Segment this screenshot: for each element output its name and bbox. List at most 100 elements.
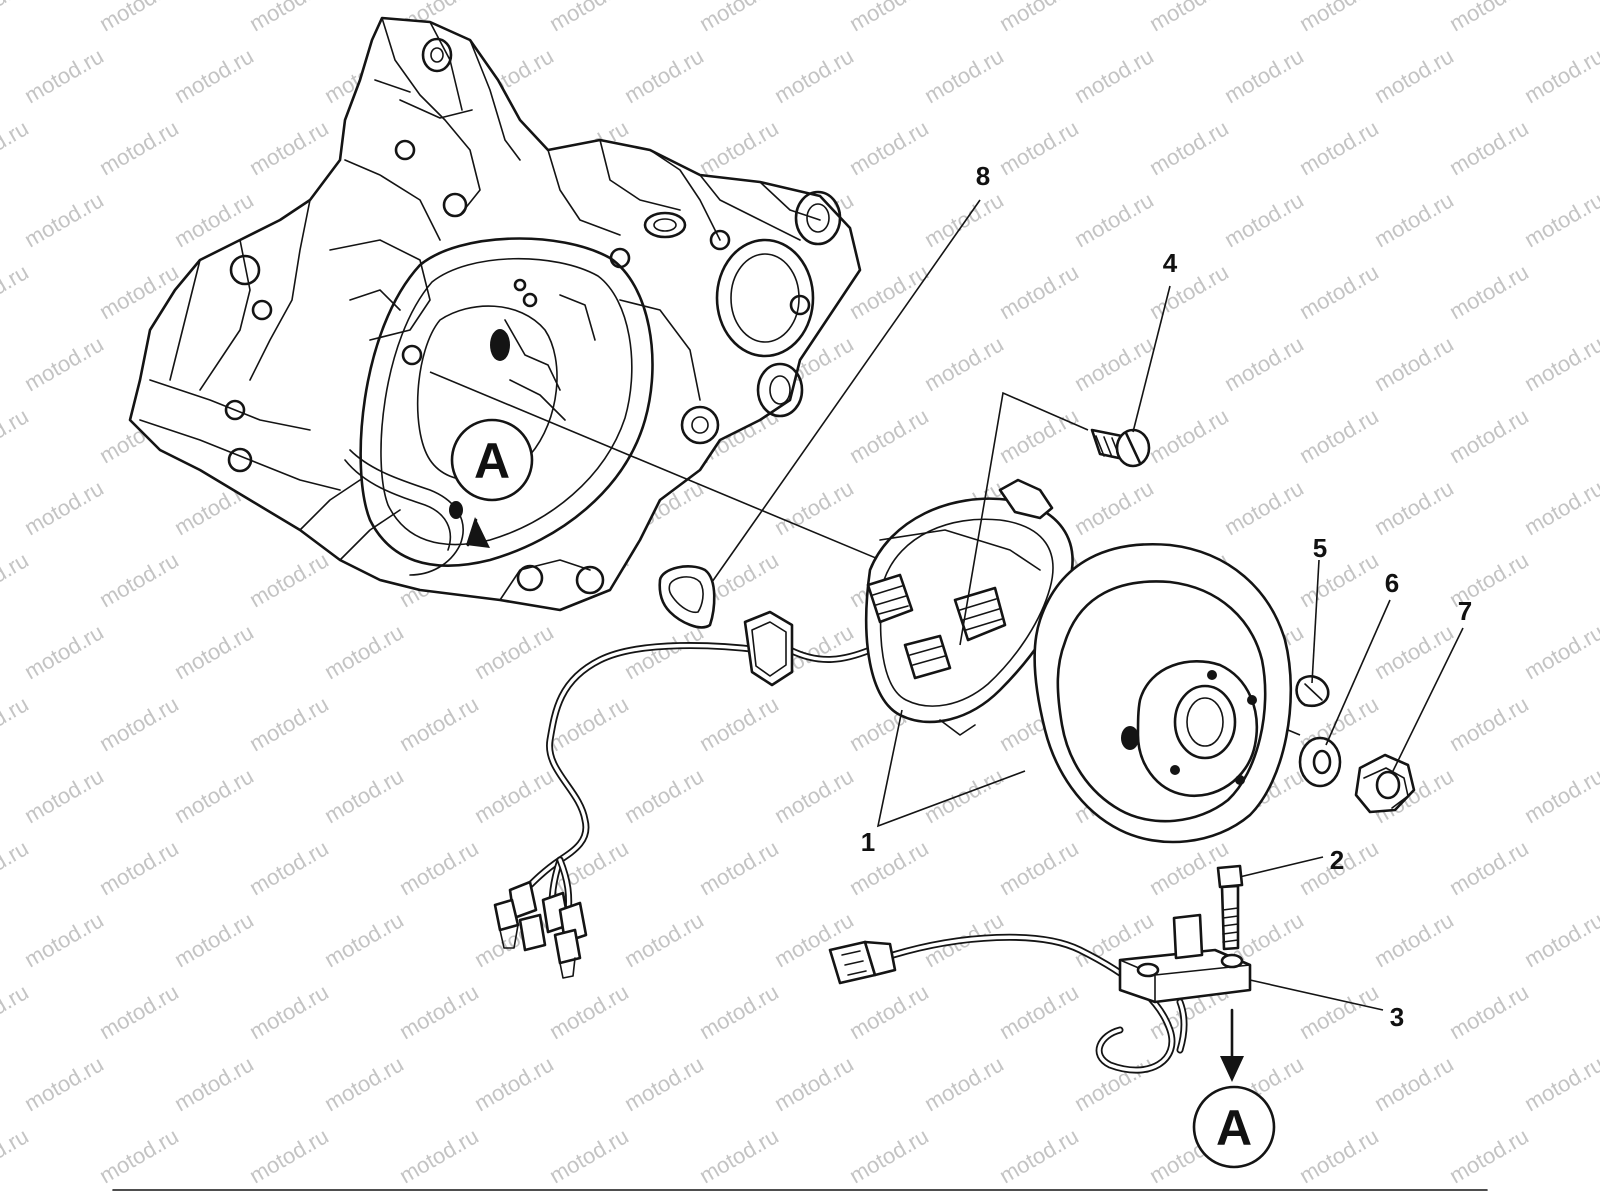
watermark-text: motod.ru	[1445, 835, 1533, 900]
watermark-text: motod.ru	[1595, 835, 1600, 900]
watermark-text: motod.ru	[1520, 763, 1600, 828]
watermark-text: motod.ru	[1595, 691, 1600, 756]
washer-part-6	[1298, 736, 1342, 788]
watermark-text: motod.ru	[695, 0, 783, 36]
watermark-text: motod.ru	[770, 43, 858, 108]
watermark-text: motod.ru	[1445, 0, 1533, 36]
watermark-text: motod.ru	[0, 1123, 33, 1188]
watermark-text: motod.ru	[845, 0, 933, 36]
pickup-coil-assembly	[828, 864, 1252, 1082]
view-marker-a-pickup: A	[1192, 1085, 1276, 1169]
watermark-text: motod.ru	[920, 1051, 1008, 1116]
watermark-text: motod.ru	[20, 187, 108, 252]
watermark-text: motod.ru	[20, 1051, 108, 1116]
watermark-text: motod.ru	[395, 835, 483, 900]
callout-4: 4	[1163, 248, 1178, 278]
watermark-text: motod.ru	[920, 331, 1008, 396]
watermark-text: motod.ru	[320, 763, 408, 828]
watermark-text: motod.ru	[1220, 331, 1308, 396]
watermark-text: motod.ru	[1370, 475, 1458, 540]
watermark-text: motod.ru	[1295, 0, 1383, 36]
view-marker-a-crankcase-letter: A	[474, 433, 510, 489]
watermark-text: motod.ru	[0, 0, 33, 36]
watermark-text: motod.ru	[920, 1195, 1008, 1200]
watermark-text: motod.ru	[170, 619, 258, 684]
watermark-text: motod.ru	[695, 115, 783, 180]
watermark-text: motod.ru	[1520, 619, 1600, 684]
watermark-text: motod.ru	[395, 691, 483, 756]
callout-5: 5	[1313, 533, 1327, 563]
flywheel-rotor	[1033, 543, 1293, 844]
watermark-text: motod.ru	[845, 403, 933, 468]
watermark-text: motod.ru	[20, 763, 108, 828]
callout-1: 1	[861, 827, 875, 857]
watermark-text: motod.ru	[770, 475, 858, 540]
watermark-text: motod.ru	[545, 979, 633, 1044]
watermark-text: motod.ru	[95, 835, 183, 900]
watermark-text: motod.ru	[1295, 547, 1383, 612]
watermark-text: motod.ru	[1595, 979, 1600, 1044]
crankcase-half	[128, 16, 862, 612]
watermark-text: motod.ru	[470, 1051, 558, 1116]
callout-labels: 8 4 5 6 7 1 2 3	[861, 161, 1472, 1032]
watermark-text: motod.ru	[1520, 43, 1600, 108]
watermark-text: motod.ru	[1595, 547, 1600, 612]
watermark-text: motod.ru	[20, 43, 108, 108]
watermark-text: motod.ru	[845, 979, 933, 1044]
watermark-text: motod.ru	[1370, 187, 1458, 252]
watermark-text: motod.ru	[545, 0, 633, 36]
watermark-text: motod.ru	[20, 331, 108, 396]
watermark-text: motod.ru	[0, 115, 33, 180]
watermark-text: motod.ru	[20, 907, 108, 972]
watermark-text: motod.ru	[1520, 187, 1600, 252]
callout-3: 3	[1390, 1002, 1404, 1032]
watermark-text: motod.ru	[470, 763, 558, 828]
watermark-text: motod.ru	[245, 979, 333, 1044]
watermark-text: motod.ru	[845, 1123, 933, 1188]
watermark-text: motod.ru	[920, 763, 1008, 828]
watermark-text: motod.ru	[0, 835, 33, 900]
watermark-text: motod.ru	[470, 619, 558, 684]
watermark-text: motod.ru	[170, 763, 258, 828]
watermark-text: motod.ru	[695, 691, 783, 756]
watermark-text: motod.ru	[620, 1051, 708, 1116]
watermark-text: motod.ru	[1220, 187, 1308, 252]
watermark-text: motod.ru	[1295, 259, 1383, 324]
watermark-text: motod.ru	[1220, 43, 1308, 108]
watermark-text: motod.ru	[0, 691, 33, 756]
watermark-text: motod.ru	[1070, 1051, 1158, 1116]
watermark-text: motod.ru	[1595, 1123, 1600, 1188]
watermark-text: motod.ru	[1295, 1123, 1383, 1188]
watermark-text: motod.ru	[1595, 259, 1600, 324]
callout-7: 7	[1458, 596, 1472, 626]
watermark-text: motod.ru	[395, 979, 483, 1044]
watermark-text: motod.ru	[1145, 0, 1233, 36]
watermark-text: motod.ru	[1520, 331, 1600, 396]
watermark-text: motod.ru	[95, 115, 183, 180]
watermark-text: motod.ru	[1370, 1195, 1458, 1200]
watermark-text: motod.ru	[95, 691, 183, 756]
watermark-text: motod.ru	[1445, 403, 1533, 468]
watermark-text: motod.ru	[920, 187, 1008, 252]
watermark-text: motod.ru	[620, 907, 708, 972]
view-marker-a-pickup-letter: A	[1216, 1100, 1252, 1156]
watermark-text: motod.ru	[770, 1195, 858, 1200]
watermark-text: motod.ru	[170, 907, 258, 972]
watermark-text: motod.ru	[1070, 43, 1158, 108]
watermark-text: motod.ru	[695, 1123, 783, 1188]
watermark-text: motod.ru	[1520, 1195, 1600, 1200]
watermark-text: motod.ru	[1295, 979, 1383, 1044]
watermark-text: motod.ru	[170, 1051, 258, 1116]
watermark-text: motod.ru	[995, 115, 1083, 180]
watermark-text: motod.ru	[995, 835, 1083, 900]
harness-connectors	[493, 856, 588, 979]
callout-6: 6	[1385, 568, 1399, 598]
watermark-text: motod.ru	[170, 1195, 258, 1200]
watermark-text: motod.ru	[1445, 1123, 1533, 1188]
watermark-text: motod.ru	[320, 1051, 408, 1116]
watermark-text: motod.ru	[0, 979, 33, 1044]
watermark-text: motod.ru	[620, 43, 708, 108]
wire-grommet-part-8	[658, 565, 716, 629]
